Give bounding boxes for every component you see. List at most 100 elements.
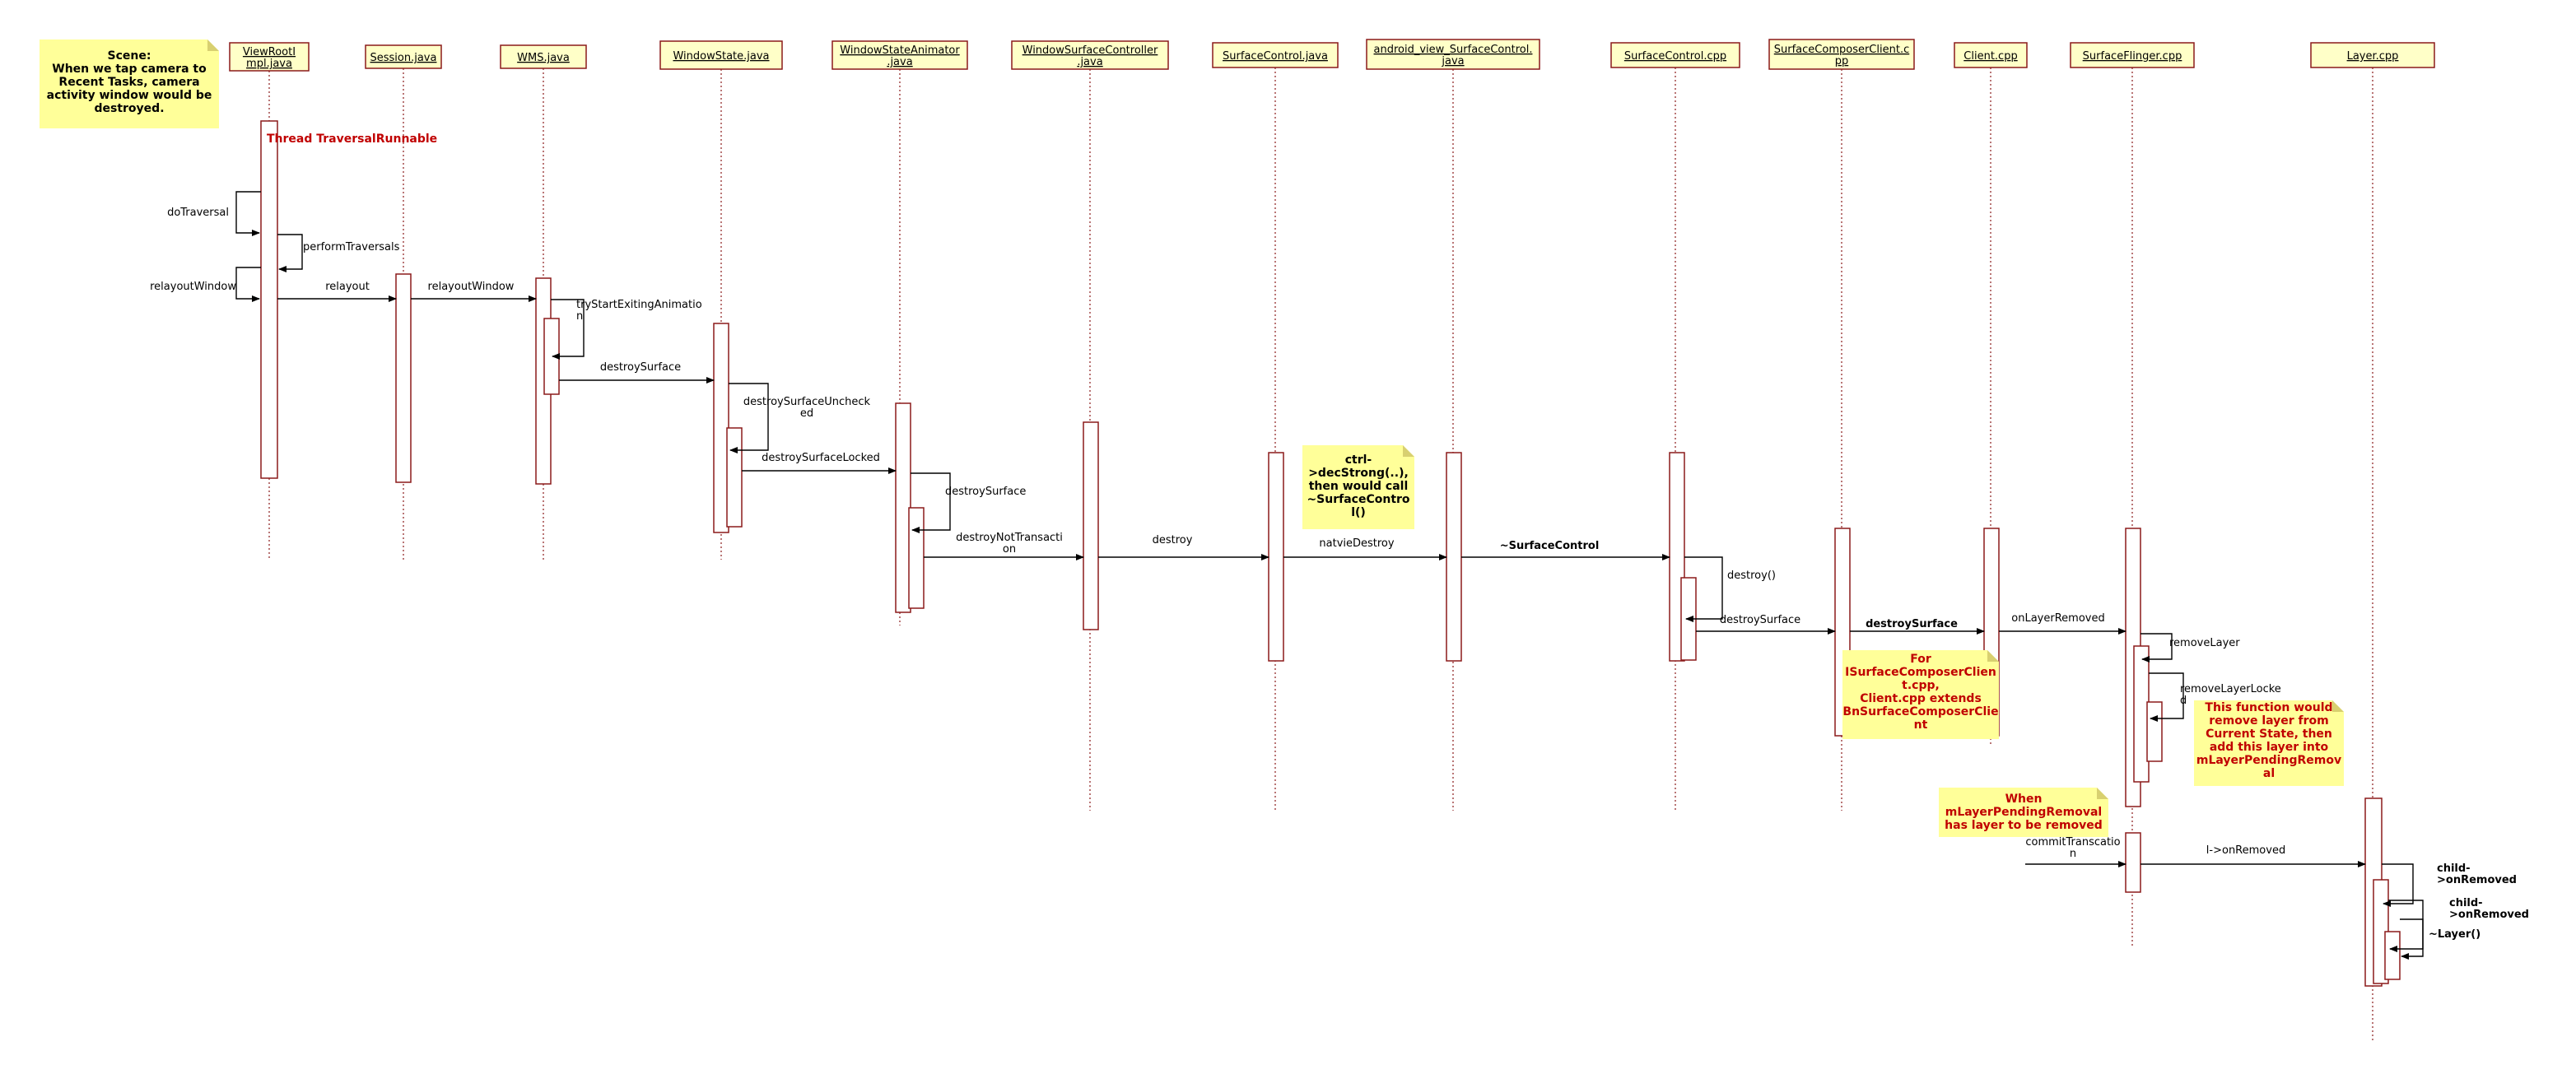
message-doTraversal[interactable]: doTraversal [167, 191, 261, 236]
message-label: relayout [325, 281, 370, 293]
participant-client[interactable]: Client.cpp [1954, 42, 2028, 68]
message-label: destroy() [1727, 570, 1776, 582]
note-fold [1403, 445, 1414, 457]
activation-bar-windowstate [726, 427, 743, 528]
participant-label: Client.cpp [1963, 50, 2017, 63]
note-text-line: Current State, then [2206, 728, 2332, 741]
participant-label-line: SurfaceControl.java [1223, 50, 1328, 63]
participant-label-line: mpl.java [246, 58, 292, 70]
participant-label-line: ViewRootI [243, 46, 296, 58]
message-destroySurface_cpp[interactable]: destroySurface [1696, 614, 1836, 635]
participant-sf[interactable]: SurfaceFlinger.cpp [2070, 42, 2195, 68]
message-label: natvieDestroy [1319, 537, 1394, 550]
message-label: relayoutWindow [150, 281, 236, 293]
participant-box [2310, 42, 2435, 68]
note-text-line: >decStrong(..), [1308, 467, 1409, 480]
message-label-line: natvieDestroy [1319, 537, 1394, 550]
message-arrow [235, 191, 261, 236]
message-l_onRemoved[interactable]: l->onRemoved [2140, 844, 2366, 867]
message-label-line: child- [2437, 862, 2471, 875]
message-label: l->onRemoved [2206, 844, 2285, 857]
participant-label-line: Layer.cpp [2347, 50, 2399, 63]
note-fold [2097, 788, 2108, 799]
participant-label-line: SurfaceComposerClient.c [1774, 44, 1909, 56]
participant-label-line: pp [1835, 55, 1849, 67]
message-label-line: ~Layer() [2429, 928, 2481, 941]
message-destroy_call[interactable]: destroy() [1684, 556, 1776, 622]
message-onLayerRemoved[interactable]: onLayerRemoved [1999, 612, 2126, 635]
message-relayout[interactable]: relayout [277, 281, 397, 302]
message-child_onRemoved_2[interactable]: child->onRemoved [2388, 897, 2529, 952]
message-label: destroySurface [1866, 618, 1958, 630]
message-relayoutWindow[interactable]: relayoutWindow [411, 281, 537, 302]
message-label-line: n [576, 310, 583, 323]
participant-label-line: WindowState.java [673, 50, 769, 63]
participant-label-line: Client.cpp [1963, 50, 2017, 63]
note-text-line: has layer to be removed [1945, 819, 2103, 832]
participant-label-line: .java [1077, 56, 1102, 68]
participant-label: SurfaceFlinger.cpp [2083, 50, 2182, 63]
participant-box [1212, 42, 1339, 68]
participant-layer[interactable]: Layer.cpp [2310, 42, 2435, 68]
message-arrow [911, 472, 951, 533]
message-destroySurface_ws[interactable]: destroySurface [559, 361, 715, 384]
message-label: onLayerRemoved [2011, 612, 2104, 625]
participant-box [831, 40, 968, 70]
message-label: doTraversal [167, 207, 229, 219]
participant-windowstate[interactable]: WindowState.java [659, 40, 783, 70]
participant-session[interactable]: Session.java [365, 44, 442, 69]
message-label-line: destroy() [1727, 570, 1776, 582]
message-destroySurfaceLocked[interactable]: destroySurfaceLocked [742, 452, 897, 474]
message-destroySurface_wsa[interactable]: destroySurface [911, 472, 1026, 533]
message-label: ~Layer() [2429, 928, 2481, 941]
note-text-line: remove layer from [2209, 714, 2329, 728]
participant-label-line: android_view_SurfaceControl. [1374, 44, 1533, 56]
note-text-line: then would call [1309, 480, 1409, 493]
activation-bar-session [395, 273, 412, 483]
note-text-line: When [2005, 793, 2043, 806]
activation-bar-sf [2146, 701, 2163, 762]
message-removeLayer[interactable]: removeLayer [2140, 633, 2240, 663]
message-dtor_layer[interactable]: ~Layer() [2400, 918, 2481, 960]
message-relayoutWindow_self[interactable]: relayoutWindow [150, 267, 261, 302]
message-natvieDestroy[interactable]: natvieDestroy [1283, 537, 1447, 560]
note-fold [2332, 700, 2344, 712]
message-destroySurface_bold[interactable]: destroySurface [1850, 618, 1985, 635]
participant-androidview[interactable]: android_view_SurfaceControl.java [1366, 39, 1540, 70]
note-body [1302, 445, 1414, 529]
participant-wms[interactable]: WMS.java [500, 44, 587, 69]
message-dtor_sc[interactable]: ~SurfaceControl [1461, 540, 1670, 560]
participant-label-line: SurfaceControl.cpp [1624, 50, 1726, 63]
message-label-line: destroyNotTransacti [956, 532, 1063, 544]
participant-wsc[interactable]: WindowSurfaceController.java [1011, 40, 1169, 70]
message-label-line: removeLayerLocke [2180, 683, 2281, 695]
participant-sccpp[interactable]: SurfaceControl.cpp [1610, 42, 1740, 68]
message-child_onRemoved_1[interactable]: child->onRemoved [2382, 862, 2517, 907]
message-arrow [1684, 556, 1723, 622]
participant-label: WMS.java [517, 52, 570, 64]
participant-wsa[interactable]: WindowStateAnimator.java [831, 40, 968, 70]
message-arrow [729, 383, 769, 453]
message-performTraversals[interactable]: performTraversals [277, 234, 400, 272]
participant-scjava[interactable]: SurfaceControl.java [1212, 42, 1339, 68]
message-label-line: ed [800, 407, 813, 420]
participant-label-line: java [1441, 55, 1464, 67]
message-label-line: destroySurface [1720, 614, 1800, 626]
message-label-line: d [2180, 695, 2187, 707]
message-label-line: n [2070, 848, 2076, 860]
message-destroy_wsc[interactable]: destroy [1098, 534, 1269, 560]
message-label-line: destroySurfaceLocked [762, 452, 880, 464]
